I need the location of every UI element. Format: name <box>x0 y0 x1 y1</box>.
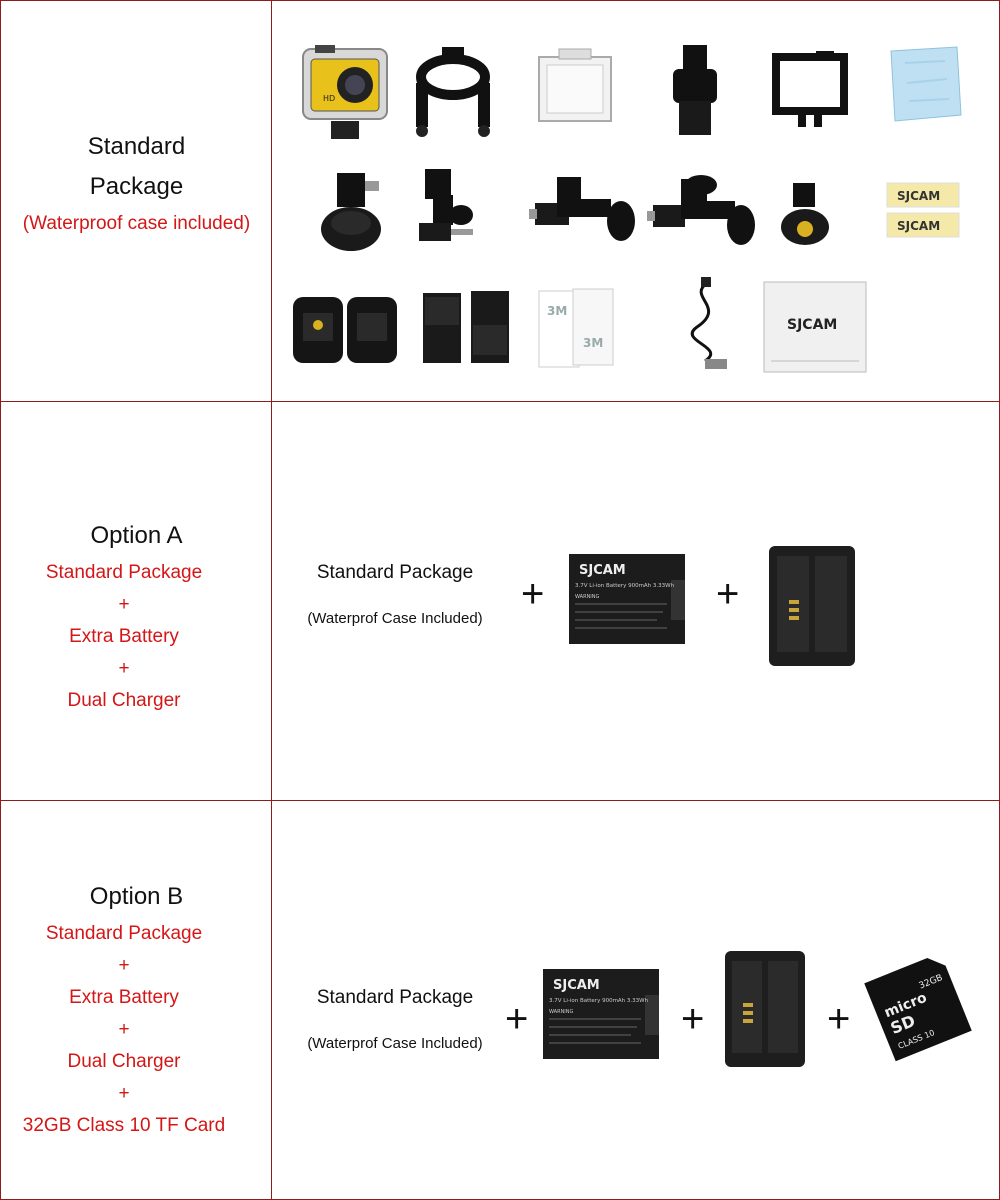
option-b-dual-charger-image <box>723 949 807 1069</box>
option-b-line-5: Dual Charger <box>67 1051 181 1072</box>
standard-title-line2: Package <box>89 173 184 200</box>
option-a-contents: Standard Package (Waterprof Case Include… <box>273 402 999 800</box>
option-b-row: Option B Standard Package + Extra Batter… <box>1 801 999 1199</box>
option-b-plus-1: + <box>505 997 529 1041</box>
option-b-plus-3: + <box>827 997 851 1041</box>
rotating-arm-image <box>647 169 757 253</box>
extension-arm-image <box>411 167 481 247</box>
option-a-package-block: Standard Package (Waterprof Case Include… <box>287 562 503 627</box>
option-a-row: Option A Standard Package + Extra Batter… <box>1 402 999 801</box>
option-b-package-sub: (Waterprof Case Included) <box>307 1035 483 1052</box>
option-b-contents: Standard Package (Waterprof Case Include… <box>273 801 999 1199</box>
handlebar-mount-image <box>408 43 498 139</box>
option-a-dual-charger-image <box>767 544 857 668</box>
option-b-battery-warning: WARNING <box>549 1009 574 1015</box>
backdoor-case-image <box>535 47 615 131</box>
option-b-title: Option B <box>89 883 184 910</box>
user-manual-image: SJCAM <box>763 281 867 373</box>
option-b-label-cell: Option B Standard Package + Extra Batter… <box>1 801 272 1199</box>
tripod-adapter-image <box>775 181 835 251</box>
standard-subtitle: (Waterproof case included) <box>22 213 251 234</box>
cleaning-cloth-image <box>885 43 965 125</box>
option-a-package-sub: (Waterprof Case Included) <box>307 610 483 627</box>
microsd-card-image: micro SD 32GB CLASS 10 <box>863 951 973 1063</box>
option-b-line-6: + <box>118 1083 130 1104</box>
standard-title-line1: Standard <box>87 133 186 160</box>
manual-brand: SJCAM <box>787 317 837 333</box>
option-a-battery-image: SJCAM 3.7V Li-ion Battery 900mAh 3.33Wh … <box>567 552 687 646</box>
option-a-line-5: Dual Charger <box>67 690 181 711</box>
option-a-battery-warning: WARNING <box>575 594 600 600</box>
option-b-package-block: Standard Package (Waterprof Case Include… <box>287 987 503 1052</box>
option-b-battery-spec: 3.7V Li-ion Battery 900mAh 3.33Wh <box>549 998 649 1004</box>
option-b-package-label: Standard Package <box>316 987 474 1008</box>
svg-text:3M: 3M <box>583 336 603 350</box>
option-b-line-4: + <box>118 1019 130 1040</box>
standard-package-label-cell: Standard Package (Waterproof case includ… <box>1 1 272 401</box>
option-a-line-3: Extra Battery <box>69 626 179 647</box>
pivot-arm-image <box>527 169 637 249</box>
option-a-title: Option A <box>90 522 183 549</box>
svg-text:HD: HD <box>323 94 335 103</box>
waterproof-camera-image: HD <box>295 41 395 143</box>
option-b-line-7: 32GB Class 10 TF Card <box>22 1115 226 1136</box>
sticker-brand-2: SJCAM <box>897 219 940 233</box>
standard-package-row: Standard Package (Waterproof case includ… <box>1 1 999 402</box>
option-b-battery-image: SJCAM 3.7V Li-ion Battery 900mAh 3.33Wh … <box>541 967 661 1061</box>
protective-frame-image <box>770 47 850 129</box>
option-b-plus-2: + <box>681 997 705 1041</box>
sjcam-stickers-image: SJCAM SJCAM <box>885 181 961 241</box>
option-a-battery-spec: 3.7V Li-ion Battery 900mAh 3.33Wh <box>575 583 675 589</box>
option-a-plus-1: + <box>521 572 545 616</box>
option-b-battery-brand: SJCAM <box>553 978 600 993</box>
option-a-battery-brand: SJCAM <box>579 563 626 578</box>
option-a-line-2: + <box>118 594 130 615</box>
j-hook-buckle-image <box>665 43 725 139</box>
usb-cable-image <box>677 277 737 375</box>
sticker-brand-1: SJCAM <box>897 189 940 203</box>
option-a-line-1: Standard Package <box>45 562 203 583</box>
option-a-label-cell: Option A Standard Package + Extra Batter… <box>1 402 272 800</box>
3m-adhesive-pads-image: 3M 3M <box>535 287 615 371</box>
curved-adhesive-mounts-image <box>291 291 401 371</box>
option-b-line-1: Standard Package <box>45 923 203 944</box>
velcro-straps-image <box>421 289 513 369</box>
option-a-plus-2: + <box>716 572 740 616</box>
svg-text:3M: 3M <box>547 304 567 318</box>
option-b-line-2: + <box>118 955 130 976</box>
standard-package-items: HD <box>273 1 999 401</box>
option-b-line-3: Extra Battery <box>69 987 179 1008</box>
tripod-mount-image <box>311 171 391 255</box>
option-a-package-label: Standard Package <box>316 562 474 583</box>
option-a-line-4: + <box>118 658 130 679</box>
